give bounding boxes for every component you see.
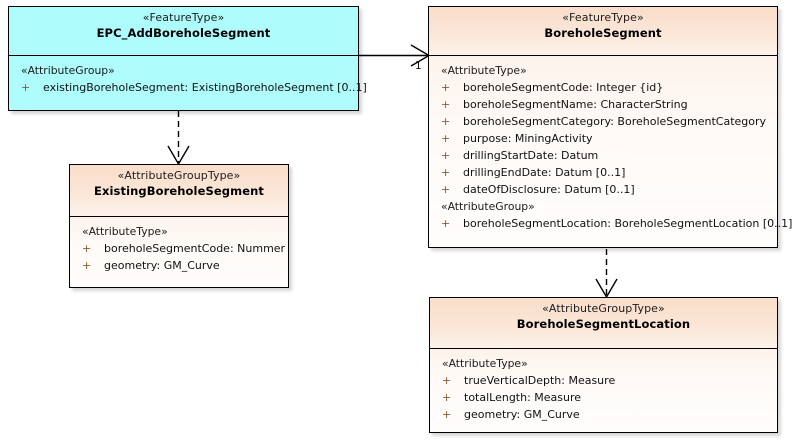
class-name: ExistingBoreholeSegment [94,183,264,198]
uml-class-borehole-segment[interactable]: «FeatureType» BoreholeSegment «Attribute… [428,6,792,248]
attribute-type-label: «AttributeType» [441,64,527,77]
class-stereotype: «AttributeGroupType» [117,169,241,182]
attribute-row[interactable]: + boreholeSegmentCode: Nummer [70,240,288,257]
attribute-signature: totalLength: Measure [464,391,582,404]
attribute-signature: trueVerticalDepth: Measure [464,374,616,387]
class-attributes-compartment: «AttributeType» + boreholeSegmentCode: I… [429,56,792,247]
open-arrowhead-icon [167,145,190,166]
visibility-marker: + [442,374,452,387]
class-attributes-compartment: «AttributeType» + boreholeSegmentCode: N… [70,217,288,287]
attribute-signature: geometry: GM_Curve [464,408,580,421]
visibility-marker: + [441,166,451,179]
visibility-marker: + [442,391,452,404]
visibility-marker: + [442,408,452,421]
open-arrowhead-icon [595,278,618,299]
attribute-signature: purpose: MiningActivity [463,132,593,145]
attribute-row[interactable]: + drillingEndDate: Datum [0..1] [429,164,777,181]
attribute-group-label: «AttributeGroup» [21,64,115,77]
class-stereotype: «FeatureType» [142,11,225,24]
class-header: «AttributeGroupType» BoreholeSegmentLoca… [430,298,777,349]
class-stereotype: «FeatureType» [562,11,644,24]
attribute-signature: dateOfDisclosure: Datum [0..1] [463,183,635,196]
class-name: BoreholeSegment [544,25,662,40]
visibility-marker: + [441,132,451,145]
attribute-row[interactable]: + trueVerticalDepth: Measure [430,372,777,389]
attribute-signature: boreholeSegmentName: CharacterString [463,98,688,111]
class-stereotype: «AttributeGroupType» [542,302,665,315]
connector-dep-boreholesegment-to-location[interactable] [595,249,618,299]
class-name: BoreholeSegmentLocation [516,316,691,331]
attribute-signature: drillingStartDate: Datum [463,149,599,162]
class-header: «FeatureType» BoreholeSegment [429,7,777,56]
uml-class-existing-borehole-segment[interactable]: «AttributeGroupType» ExistingBoreholeSeg… [69,164,289,288]
class-header: «AttributeGroupType» ExistingBoreholeSeg… [70,165,288,217]
visibility-marker: + [441,183,451,196]
attribute-row[interactable]: + geometry: GM_Curve [430,406,777,423]
attribute-signature: boreholeSegmentCode: Integer {id} [463,81,664,94]
attribute-row[interactable]: + existingBoreholeSegment: ExistingBoreh… [9,79,367,96]
visibility-marker: + [441,115,451,128]
visibility-marker: + [82,259,92,272]
attribute-row[interactable]: + drillingStartDate: Datum [429,147,777,164]
visibility-marker: + [441,149,451,162]
attribute-row[interactable]: + boreholeSegmentCategory: BoreholeSegme… [429,113,777,130]
connector-dep-epc-to-existing[interactable] [167,111,190,166]
attribute-signature: boreholeSegmentCategory: BoreholeSegment… [463,115,767,128]
attribute-row[interactable]: + purpose: MiningActivity [429,130,777,147]
attribute-row[interactable]: + boreholeSegmentLocation: BoreholeSegme… [429,215,792,232]
attribute-signature: boreholeSegmentLocation: BoreholeSegment… [463,217,793,230]
visibility-marker: + [82,242,92,255]
visibility-marker: + [441,217,451,230]
attribute-row[interactable]: + dateOfDisclosure: Datum [0..1] [429,181,777,198]
class-attributes-compartment: «AttributeGroup» + existingBoreholeSegme… [9,56,367,110]
attribute-row[interactable]: + totalLength: Measure [430,389,777,406]
class-header: «FeatureType» EPC_AddBoreholeSegment [9,7,358,56]
attribute-row[interactable]: + boreholeSegmentName: CharacterString [429,96,777,113]
attribute-row[interactable]: + geometry: GM_Curve [70,257,288,274]
uml-class-borehole-segment-location[interactable]: «AttributeGroupType» BoreholeSegmentLoca… [429,297,778,433]
visibility-marker: + [21,81,31,94]
attribute-type-label: «AttributeType» [442,357,528,370]
class-name: EPC_AddBoreholeSegment [96,25,271,40]
visibility-marker: + [441,81,451,94]
attribute-group-label: «AttributeGroup» [441,200,535,213]
class-attributes-compartment: «AttributeType» + trueVerticalDepth: Mea… [430,349,777,432]
attribute-signature: geometry: GM_Curve [104,259,220,272]
attribute-signature: drillingEndDate: Datum [0..1] [463,166,626,179]
association-target-multiplicity: 1 [415,60,422,72]
attribute-row[interactable]: + boreholeSegmentCode: Integer {id} [429,79,777,96]
visibility-marker: + [441,98,451,111]
attribute-type-label: «AttributeType» [82,225,168,238]
uml-class-epc-add-borehole-segment[interactable]: «FeatureType» EPC_AddBoreholeSegment «At… [8,6,367,111]
attribute-signature: existingBoreholeSegment: ExistingBorehol… [43,81,367,94]
attribute-signature: boreholeSegmentCode: Nummer [104,242,286,255]
